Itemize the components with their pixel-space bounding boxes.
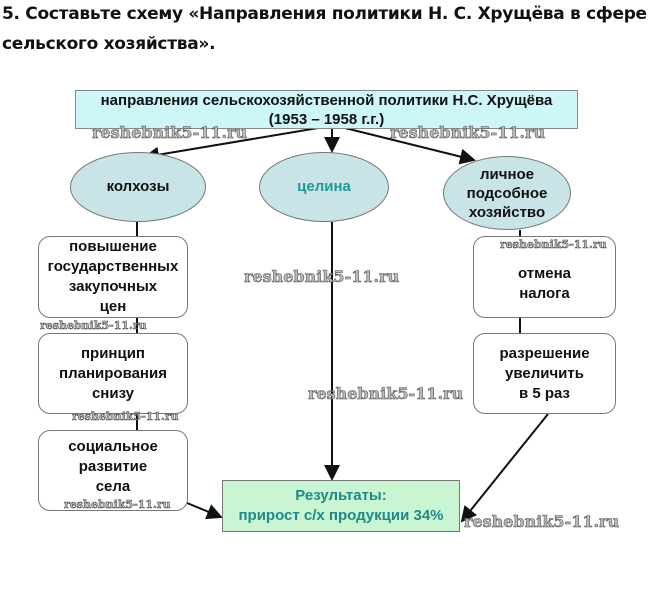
arrow-rbox2-result <box>460 413 549 523</box>
label: села <box>95 477 131 495</box>
task-heading-line1: 5. Составьте схему «Направления политики… <box>2 4 647 24</box>
watermark: reshebnik5-11.ru <box>308 384 464 404</box>
ellipse-lichnoe: личное подсобное хозяйство <box>443 156 571 230</box>
watermark: reshebnik5-11.ru <box>500 238 607 252</box>
watermark: reshebnik5-11.ru <box>64 498 171 512</box>
box-social-development: социальное развитие села <box>38 430 188 511</box>
root-node: направления сельскохозяйственной политик… <box>75 90 578 129</box>
watermark: reshebnik5-11.ru <box>40 319 147 333</box>
watermark: reshebnik5-11.ru <box>92 123 248 143</box>
label: государственных <box>47 258 179 275</box>
label: повышение <box>69 238 157 255</box>
label: снизу <box>91 384 135 402</box>
label: отмена <box>518 265 571 282</box>
box-increase-permission: разрешение увеличить в 5 раз <box>473 333 616 414</box>
arrow-box3-result <box>186 502 223 520</box>
label: закупочных <box>68 278 158 295</box>
label: в 5 раз <box>518 384 571 402</box>
box-procurement-prices: повышение государственных закупочных цен <box>38 236 188 318</box>
label: развитие <box>78 457 148 475</box>
label: Результаты: <box>295 487 387 504</box>
label: цен <box>99 298 127 315</box>
arrow-root-kolkhozy <box>143 127 319 163</box>
label: целина <box>297 178 351 195</box>
watermark: reshebnik5-11.ru <box>72 410 179 424</box>
root-line1: направления сельскохозяйственной политик… <box>100 91 553 109</box>
root-line2: (1953 – 1958 г.г.) <box>268 110 385 128</box>
watermark: reshebnik5-11.ru <box>244 267 400 287</box>
ellipse-tselina: целина <box>259 152 389 222</box>
label: налога <box>519 285 570 302</box>
label: планирования <box>59 364 167 382</box>
label: социальное <box>68 437 158 455</box>
label: принцип <box>80 344 145 362</box>
result-node: Результаты: прирост с/х продукции 34% <box>222 480 460 532</box>
label: подсобное <box>466 184 548 202</box>
box-planning: принцип планирования снизу <box>38 333 188 414</box>
arrow-root-lichnoe <box>344 127 476 165</box>
box-tax-abolition: отмена налога <box>473 236 616 318</box>
label: увеличить <box>505 364 584 382</box>
watermark: reshebnik5-11.ru <box>390 123 546 143</box>
task-heading-line2: сельского хозяйства». <box>2 34 216 54</box>
watermark: reshebnik5-11.ru <box>464 512 620 532</box>
label: разрешение <box>499 344 590 362</box>
label: хозяйство <box>468 203 546 221</box>
label: прирост с/х продукции 34% <box>238 507 444 524</box>
label: колхозы <box>106 178 170 195</box>
label: личное <box>479 165 535 183</box>
ellipse-kolkhozy: колхозы <box>70 152 206 222</box>
